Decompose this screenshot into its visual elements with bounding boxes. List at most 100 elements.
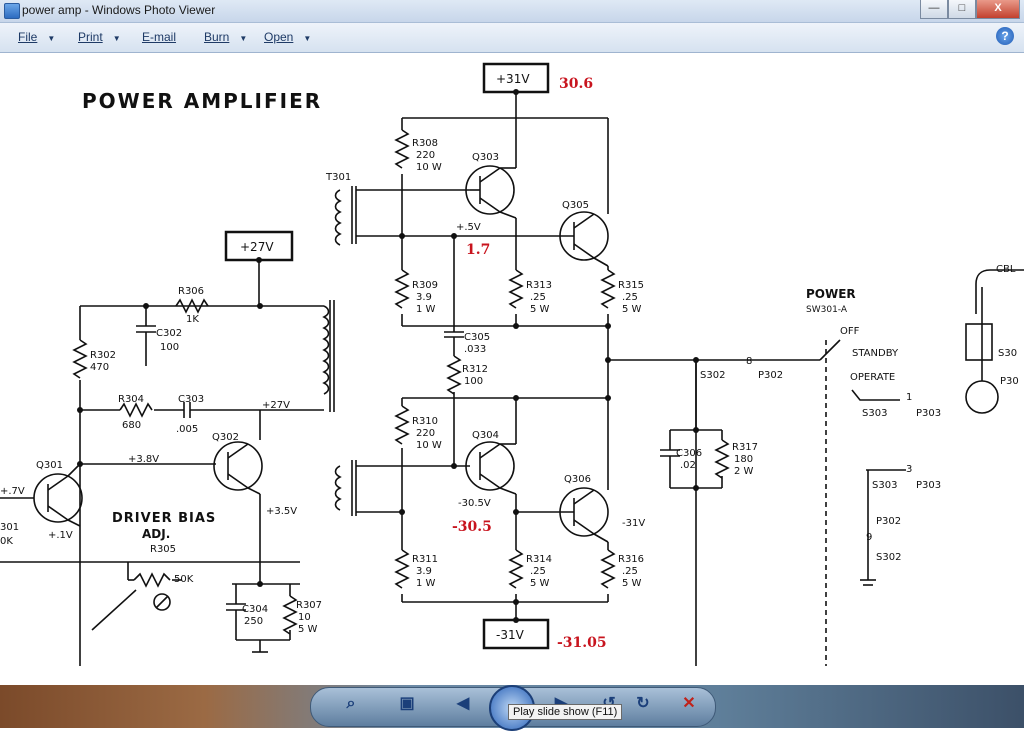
supply-pos27-label: +27V xyxy=(240,240,274,254)
standby-label: STANDBY xyxy=(852,348,899,359)
sw301a-label: SW301-A xyxy=(806,305,848,315)
c304-label: C304 xyxy=(242,604,268,615)
s302-label: S302 xyxy=(700,370,725,381)
c306-value: .02 xyxy=(680,460,696,471)
rotate-clockwise-icon[interactable]: ↻ xyxy=(636,695,650,712)
plus35v-label: +3.5V xyxy=(266,506,297,517)
menu-burn[interactable]: Burn ▼ xyxy=(204,30,247,44)
c305-value: .033 xyxy=(464,344,486,355)
s303-a-label: S303 xyxy=(862,408,887,419)
r313-value: .25 xyxy=(530,292,546,303)
maximize-button[interactable]: □ xyxy=(948,0,976,19)
photo-viewer-app-icon xyxy=(4,3,20,19)
chevron-down-icon: ▼ xyxy=(112,34,121,43)
r307-value: 10 xyxy=(298,612,311,623)
r316-rating: 5 W xyxy=(622,578,642,589)
close-button[interactable]: X xyxy=(976,0,1020,19)
driver-bias-label: DRIVER BIAS xyxy=(112,511,216,526)
plus5v-label: +.5V xyxy=(456,222,481,233)
plus27v-node-label: +27V xyxy=(262,400,290,411)
plus7v-label: +.7V xyxy=(0,486,25,497)
r308-value: 220 xyxy=(416,150,435,161)
menu-email[interactable]: E-mail xyxy=(142,30,176,44)
q306-label: Q306 xyxy=(564,474,591,485)
annotation-v-top: 30.6 xyxy=(559,76,593,92)
p302b-label: P302 xyxy=(876,516,901,527)
zoom-icon[interactable]: ⌕ xyxy=(346,695,356,712)
c305-label: C305 xyxy=(464,332,490,343)
chevron-down-icon: ▼ xyxy=(47,34,56,43)
image-viewport[interactable]: POWER AMPLIFIER +31V -31V +27V 30.6 1.7 … xyxy=(0,53,1024,685)
r308-label: R308 xyxy=(412,138,438,149)
plus1v-label: +.1V xyxy=(48,530,73,541)
p30-label: P30 xyxy=(1000,376,1019,387)
q302-label: Q302 xyxy=(212,432,239,443)
r304-label: R304 xyxy=(118,394,144,405)
p302-label: P302 xyxy=(758,370,783,381)
r316-label: R316 xyxy=(618,554,644,565)
c306-label: C306 xyxy=(676,448,702,459)
minimize-button[interactable]: — xyxy=(920,0,948,19)
r302-label: R302 xyxy=(90,350,116,361)
menu-open-label: Open xyxy=(264,30,294,44)
r313-rating: 5 W xyxy=(530,304,550,315)
r315-value: .25 xyxy=(622,292,638,303)
p303-b-label: P303 xyxy=(916,480,941,491)
schematic-title: POWER AMPLIFIER xyxy=(82,89,322,113)
operate-label: OPERATE xyxy=(850,372,895,383)
menu-print[interactable]: Print ▼ xyxy=(78,30,121,44)
schematic-image: POWER AMPLIFIER +31V -31V +27V 30.6 1.7 … xyxy=(0,62,1024,666)
r317-value: 180 xyxy=(734,454,753,465)
menu-bar: File ▼ Print ▼ E-mail Burn ▼ Open ▼ ? xyxy=(0,23,1024,53)
s30-label: S30 xyxy=(998,348,1017,359)
r310-label: R310 xyxy=(412,416,438,427)
adj-label: ADJ. xyxy=(142,527,170,541)
p303-a-label: P303 xyxy=(916,408,941,419)
r312-label: R312 xyxy=(462,364,488,375)
r307-label: R307 xyxy=(296,600,322,611)
menu-open[interactable]: Open ▼ xyxy=(264,30,311,44)
r306-value: 1K xyxy=(186,314,199,325)
c304-value: 250 xyxy=(244,616,263,627)
pin3-label: 3 xyxy=(906,464,912,475)
r301-label: 301 xyxy=(0,522,19,533)
annotation-v-mid: 1.7 xyxy=(466,242,490,258)
p302-pin: 8 xyxy=(746,356,752,367)
t301-label: T301 xyxy=(325,172,351,183)
r308-rating: 10 W xyxy=(416,162,442,173)
r317-label: R317 xyxy=(732,442,758,453)
q301-label: Q301 xyxy=(36,460,63,471)
r314-value: .25 xyxy=(530,566,546,577)
q305-label: Q305 xyxy=(562,200,589,211)
supply-pos31-label: +31V xyxy=(496,72,530,86)
schematic-wiring xyxy=(0,62,1024,666)
r301-value: 0K xyxy=(0,536,13,547)
minus305-label: -30.5V xyxy=(458,498,491,509)
q304-label: Q304 xyxy=(472,430,499,441)
help-icon[interactable]: ? xyxy=(996,27,1014,45)
r311-rating: 1 W xyxy=(416,578,436,589)
r302-value: 470 xyxy=(90,362,109,373)
off-label: OFF xyxy=(840,326,860,337)
r309-value: 3.9 xyxy=(416,292,432,303)
junction-dots xyxy=(77,89,699,623)
s303-b-label: S303 xyxy=(872,480,897,491)
menu-file-label: File xyxy=(18,30,38,44)
c303-value: .005 xyxy=(176,424,198,435)
chevron-down-icon: ▼ xyxy=(239,34,248,43)
chevron-down-icon: ▼ xyxy=(303,34,312,43)
r304-value: 680 xyxy=(122,420,141,431)
annotation-v-low: -30.5 xyxy=(452,519,492,535)
cbl-label: CBL xyxy=(996,264,1016,275)
menu-burn-label: Burn xyxy=(204,30,230,44)
r315-label: R315 xyxy=(618,280,644,291)
annotation-v-bottom: -31.05 xyxy=(557,635,607,651)
menu-print-label: Print xyxy=(78,30,103,44)
previous-icon[interactable]: ◀ xyxy=(456,695,470,712)
c302-value: 100 xyxy=(160,342,179,353)
delete-icon[interactable]: ✕ xyxy=(682,695,696,712)
actual-size-icon[interactable]: ▣ xyxy=(399,695,415,712)
title-bar: power amp - Windows Photo Viewer — □ X xyxy=(0,0,1024,23)
menu-file[interactable]: File ▼ xyxy=(18,30,55,44)
r310-value: 220 xyxy=(416,428,435,439)
